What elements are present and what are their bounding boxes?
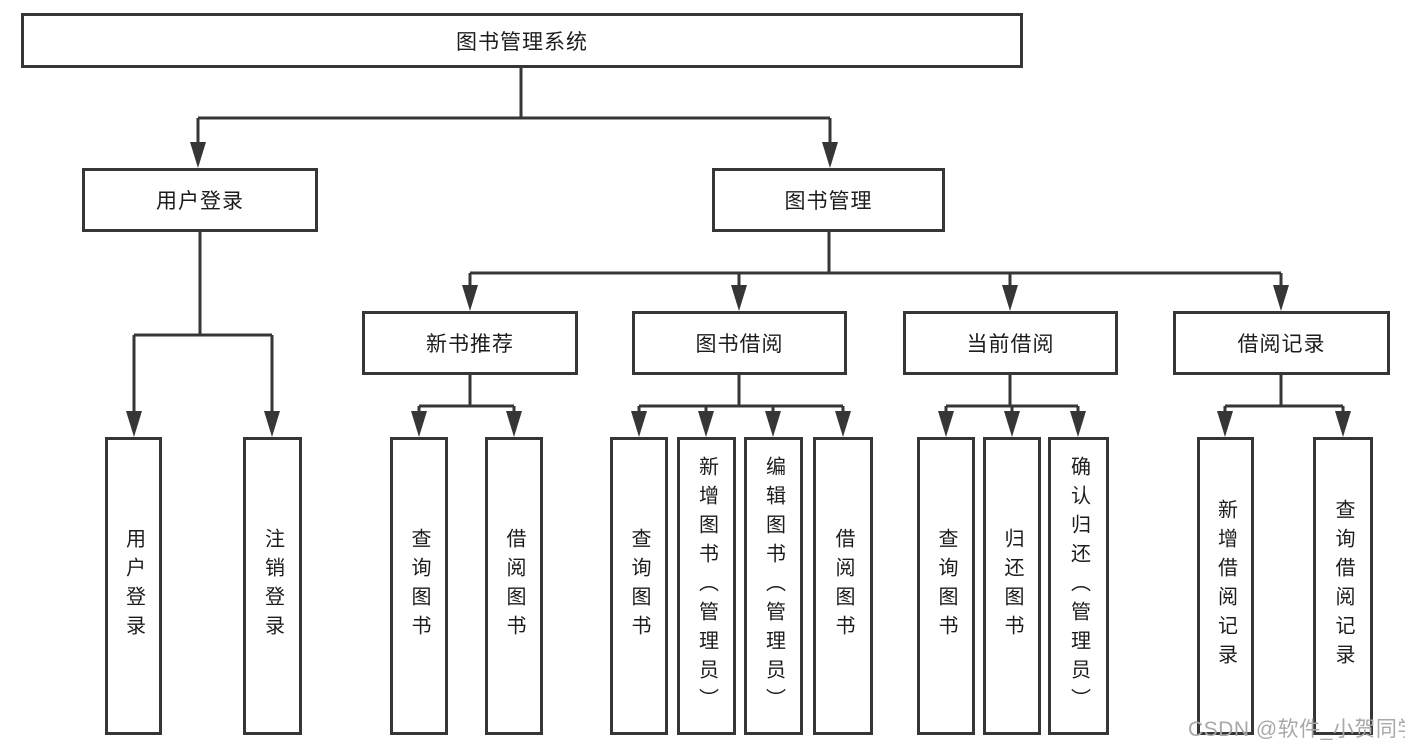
leaf-borrow-books-recommend: 借阅图书 [485,437,543,735]
node-label: 图书管理系统 [456,30,588,54]
node-label: 图书管理 [784,190,873,213]
node-label: 确认归还（管理员） [1067,455,1090,717]
leaf-borrow-books-borrowing: 借阅图书 [813,437,873,735]
leaf-add-book-admin: 新增图书（管理员） [677,437,736,735]
connector-root-to-level2 [190,68,838,168]
leaf-confirm-return-admin: 确认归还（管理员） [1048,437,1109,735]
node-label: 用户登录 [122,528,145,644]
connector-borrowing-records-branch [1217,375,1351,437]
node-label: 注销登录 [261,528,284,644]
node-label: 图书借阅 [695,333,784,356]
leaf-query-borrow-record: 查询借阅记录 [1313,437,1373,735]
node-label: 用户登录 [156,190,244,213]
leaf-user-login: 用户登录 [105,437,162,735]
node-label: 借阅记录 [1237,333,1326,356]
node-label: 借阅图书 [832,528,854,644]
node-label: 查询借阅记录 [1332,499,1354,673]
node-book-management: 图书管理 [712,168,945,232]
connector-user-login-branch [126,232,280,437]
node-label: 新书推荐 [426,333,514,356]
leaf-add-borrow-record: 新增借阅记录 [1197,437,1254,735]
connector-book-borrowing-branch [631,375,851,437]
watermark: CSDN @软件_小贺同学 [1188,718,1405,741]
node-label: 新增图书（管理员） [695,455,718,717]
connector-book-management-branch [462,232,1289,311]
node-new-book-recommend: 新书推荐 [362,311,578,375]
node-user-login: 用户登录 [82,168,318,232]
connector-current-borrowing-branch [938,375,1086,437]
node-label: 新增借阅记录 [1214,499,1237,673]
node-borrowing-records: 借阅记录 [1173,311,1390,375]
node-label: 查询图书 [408,528,430,644]
node-label: 借阅图书 [503,528,525,644]
leaf-return-books: 归还图书 [983,437,1041,735]
node-root: 图书管理系统 [21,13,1023,68]
node-label: 当前借阅 [966,333,1055,356]
node-current-borrowing: 当前借阅 [903,311,1118,375]
node-label: 查询图书 [628,528,650,644]
node-label: 归还图书 [1001,528,1023,644]
node-label: 查询图书 [935,528,957,644]
leaf-edit-book-admin: 编辑图书（管理员） [744,437,803,735]
leaf-query-books-borrowing: 查询图书 [610,437,668,735]
node-label: 编辑图书（管理员） [762,455,785,717]
node-book-borrowing: 图书借阅 [632,311,847,375]
leaf-logout: 注销登录 [243,437,302,735]
leaf-query-books-recommend: 查询图书 [390,437,448,735]
leaf-query-books-current: 查询图书 [917,437,975,735]
connector-new-book-recommend-branch [411,375,522,437]
